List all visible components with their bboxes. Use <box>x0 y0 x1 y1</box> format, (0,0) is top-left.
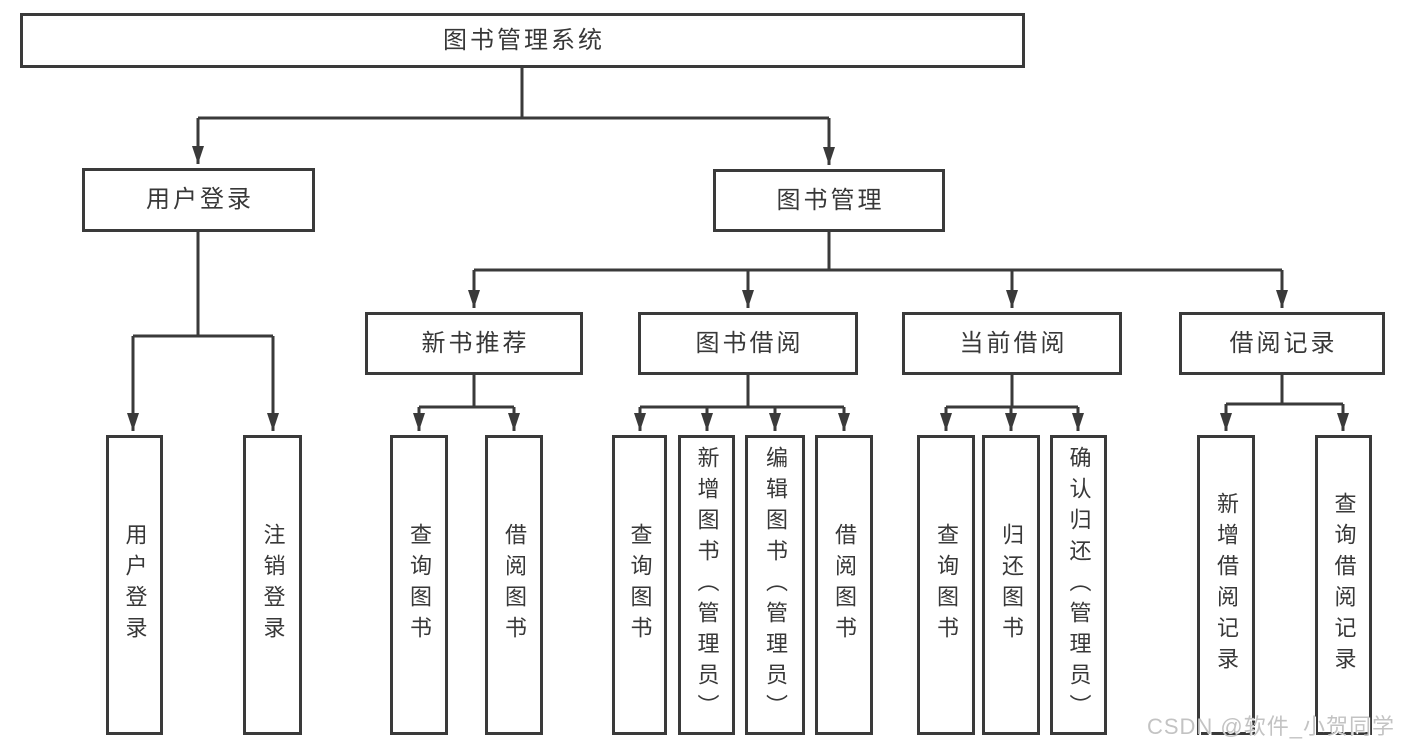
node-book-management: 图书管理 <box>713 169 945 232</box>
leaf-query-borrow-record-label: 查询借阅记录 <box>1331 492 1357 678</box>
csdn-watermark: CSDN @软件_小贺同学 <box>1146 714 1395 739</box>
leaf-borrow-books-1: 借阅图书 <box>485 435 543 735</box>
leaf-return-book: 归还图书 <box>982 435 1040 735</box>
node-book-borrow: 图书借阅 <box>638 312 858 375</box>
leaf-query-books-1: 查询图书 <box>390 435 448 735</box>
leaf-user-login-label: 用户登录 <box>122 523 148 647</box>
leaf-query-books-1-label: 查询图书 <box>407 523 432 647</box>
node-user-login-branch: 用户登录 <box>82 168 315 232</box>
node-root: 图书管理系统 <box>20 13 1025 68</box>
leaf-borrow-books-2-label: 借阅图书 <box>832 523 857 647</box>
leaf-borrow-books-2: 借阅图书 <box>815 435 873 735</box>
leaf-query-books-3-label: 查询图书 <box>934 523 959 647</box>
leaf-query-books-2-label: 查询图书 <box>627 523 653 647</box>
leaf-add-book-admin: 新增图书（管理员） <box>678 435 735 735</box>
leaf-logout-label: 注销登录 <box>260 523 286 647</box>
leaf-query-books-2: 查询图书 <box>612 435 667 735</box>
leaf-add-borrow-record: 新增借阅记录 <box>1197 435 1255 735</box>
leaf-query-books-3: 查询图书 <box>917 435 975 735</box>
leaf-add-book-admin-label: 新增图书（管理员） <box>694 445 720 725</box>
leaf-logout: 注销登录 <box>243 435 302 735</box>
node-new-book-recommend: 新书推荐 <box>365 312 583 375</box>
node-borrow-records: 借阅记录 <box>1179 312 1385 375</box>
node-current-borrow: 当前借阅 <box>902 312 1122 375</box>
leaf-edit-book-admin-label: 编辑图书（管理员） <box>763 445 788 725</box>
leaf-borrow-books-1-label: 借阅图书 <box>502 523 527 647</box>
leaf-confirm-return-admin-label: 确认归还（管理员） <box>1066 445 1092 725</box>
leaf-add-borrow-record-label: 新增借阅记录 <box>1214 492 1239 678</box>
leaf-user-login: 用户登录 <box>106 435 163 735</box>
leaf-confirm-return-admin: 确认归还（管理员） <box>1050 435 1107 735</box>
connector-group <box>127 68 1349 431</box>
leaf-return-book-label: 归还图书 <box>999 523 1024 647</box>
leaf-edit-book-admin: 编辑图书（管理员） <box>745 435 805 735</box>
leaf-query-borrow-record: 查询借阅记录 <box>1315 435 1372 735</box>
